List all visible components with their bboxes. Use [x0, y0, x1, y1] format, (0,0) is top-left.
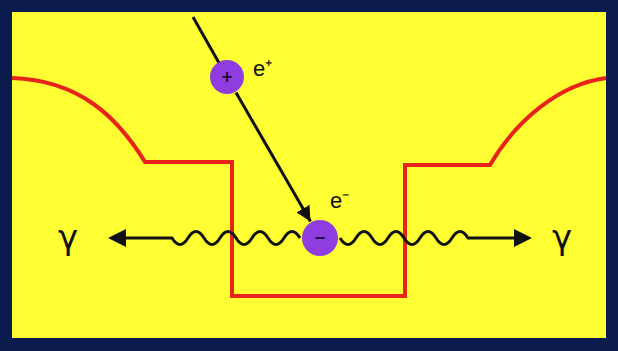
gamma-wave [124, 232, 300, 245]
yellow-ground [12, 12, 606, 338]
gamma-wave [340, 232, 516, 245]
charge-sign: − [302, 220, 338, 256]
gamma-arrowhead [108, 229, 126, 247]
particle-circle: +e⁺ [210, 60, 244, 94]
gamma-arrowhead [514, 229, 532, 247]
particle-name: e⁺ [253, 56, 272, 82]
photon-label: γ [552, 219, 572, 256]
particle-name: e⁻ [330, 188, 349, 214]
positron-arrow [236, 93, 310, 222]
potential-well [12, 78, 606, 296]
charge-sign: + [210, 60, 244, 94]
particle-circle: −e⁻ [302, 220, 338, 256]
photon-label: γ [58, 219, 78, 256]
